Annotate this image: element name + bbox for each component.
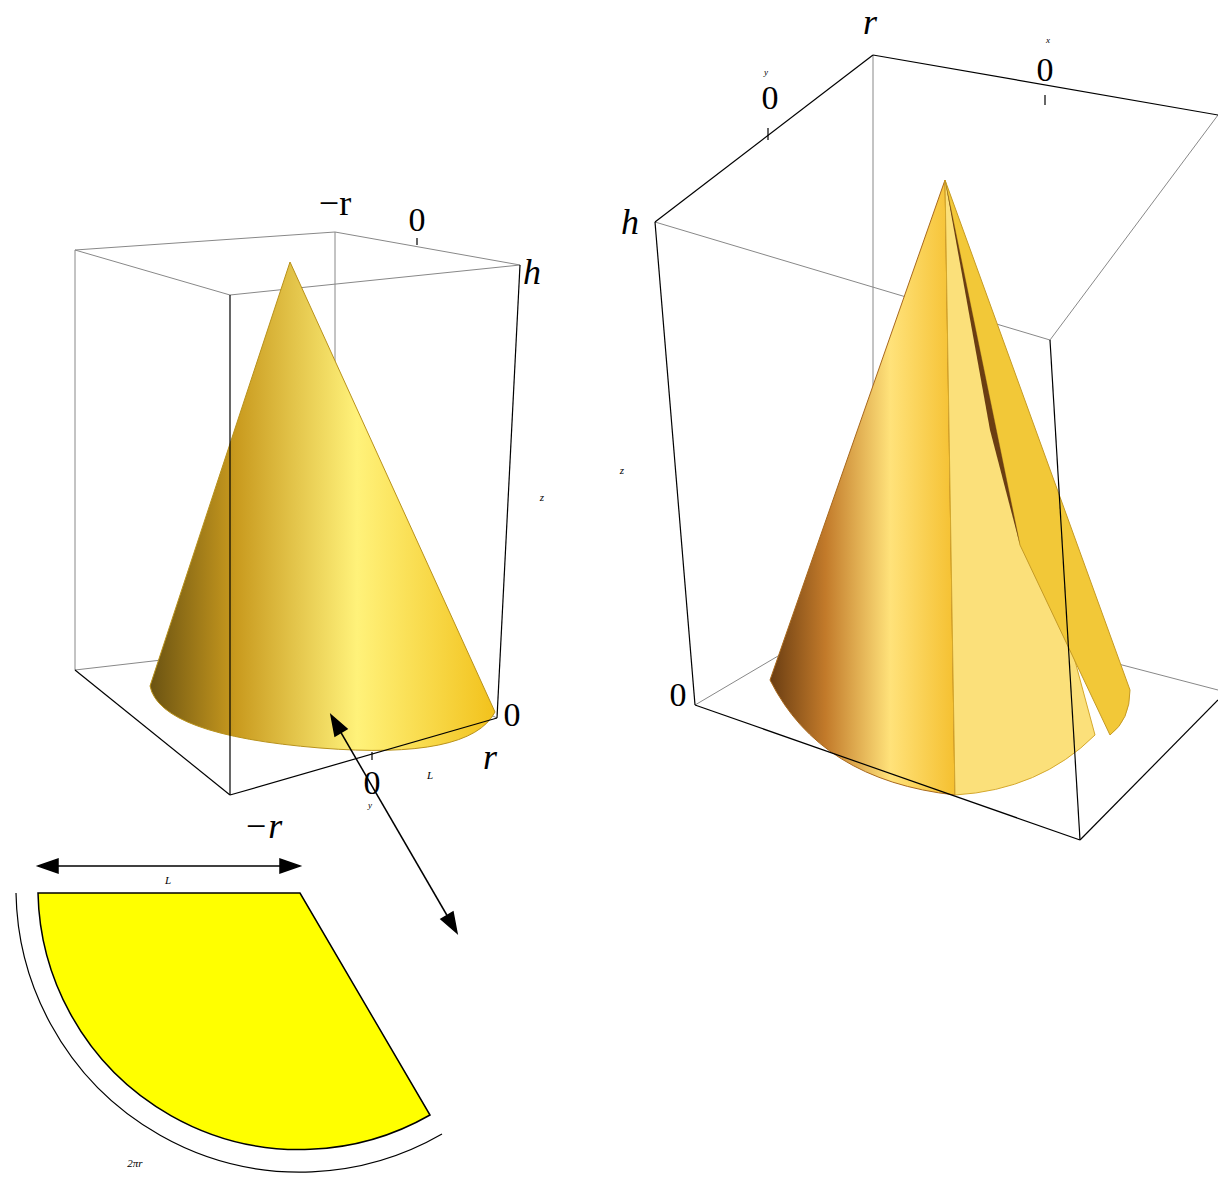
cone-net-sector — [38, 893, 430, 1150]
arc-length-bracket — [16, 893, 442, 1172]
dimension-arrow — [38, 715, 457, 933]
axis-label: −r — [319, 185, 351, 221]
axis-label: h — [523, 254, 541, 290]
axis-label: 0 — [762, 81, 779, 115]
axis-label: z — [620, 465, 624, 476]
axis-label: h — [621, 204, 639, 240]
axis-label: −r — [244, 808, 282, 844]
cone-surface — [770, 180, 955, 795]
axis-label: y — [764, 68, 768, 77]
axis-label: 0 — [1037, 53, 1054, 87]
axis-label: 0 — [670, 678, 687, 712]
bounding-box — [75, 238, 520, 795]
bounding-box — [655, 55, 1218, 840]
axis-label: x — [1046, 36, 1050, 45]
axis-label: r — [863, 4, 877, 40]
axis-label: 0 — [504, 698, 521, 732]
cone-surface — [150, 262, 495, 750]
axis-label: r — [483, 739, 497, 775]
axis-label: y — [368, 801, 372, 810]
axis-label: 0 — [364, 766, 381, 800]
cone-flap — [945, 180, 1130, 735]
axis-label: z — [540, 492, 544, 503]
axis-label: L — [427, 770, 433, 781]
axis-label: 2πr — [127, 1158, 142, 1169]
axis-label: 0 — [409, 203, 426, 237]
cone-inside — [945, 180, 1020, 545]
axis-label: L — [165, 875, 171, 886]
